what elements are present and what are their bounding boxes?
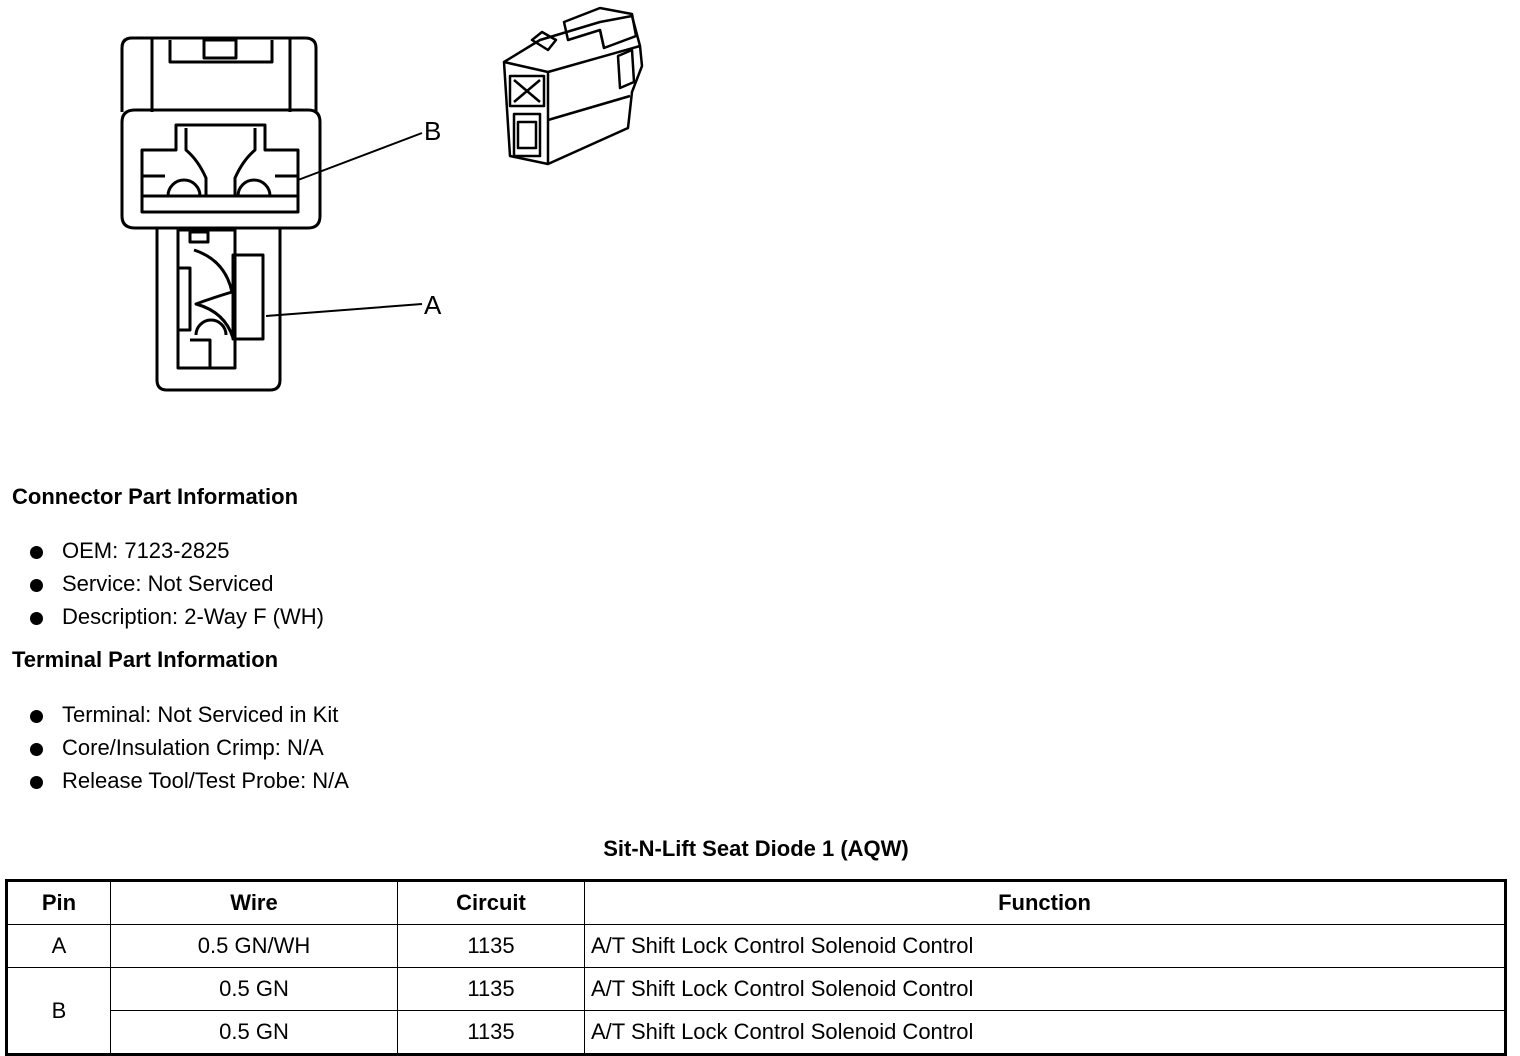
cell-wire: 0.5 GN xyxy=(110,967,398,1011)
terminal-crimp: Core/Insulation Crimp: N/A xyxy=(62,735,324,760)
callout-line-a xyxy=(265,303,423,317)
cell-circuit: 1135 xyxy=(397,924,585,968)
list-item: OEM: 7123-2825 xyxy=(30,536,324,569)
cell-circuit: 1135 xyxy=(397,1010,585,1055)
cell-function: A/T Shift Lock Control Solenoid Control xyxy=(584,967,1506,1011)
terminal-release-tool: Release Tool/Test Probe: N/A xyxy=(62,768,349,793)
callout-label-a: A xyxy=(424,290,442,320)
header-wire: Wire xyxy=(110,880,398,925)
terminal-info-list: Terminal: Not Serviced in Kit Core/Insul… xyxy=(30,700,349,799)
terminal-kit: Terminal: Not Serviced in Kit xyxy=(62,702,339,727)
connector-diagram: B A xyxy=(120,6,644,392)
connector-info-heading: Connector Part Information xyxy=(12,484,299,509)
bullet-icon xyxy=(30,612,43,625)
list-item: Description: 2-Way F (WH) xyxy=(30,602,324,635)
cell-function: A/T Shift Lock Control Solenoid Control xyxy=(584,1010,1506,1055)
bullet-icon xyxy=(30,546,43,559)
table-row: 0.5 GN 1135 A/T Shift Lock Control Solen… xyxy=(7,1010,1506,1055)
list-item: Core/Insulation Crimp: N/A xyxy=(30,733,349,766)
callout-line-b xyxy=(297,132,423,181)
connector-info-list: OEM: 7123-2825 Service: Not Serviced Des… xyxy=(30,536,324,635)
table-row: A 0.5 GN/WH 1135 A/T Shift Lock Control … xyxy=(6,924,1506,968)
list-item: Terminal: Not Serviced in Kit xyxy=(30,700,349,733)
cell-circuit: 1135 xyxy=(397,967,585,1011)
pin-table-title: Sit-N-Lift Seat Diode 1 (AQW) xyxy=(603,836,909,861)
callout-label-b: B xyxy=(424,116,441,146)
bullet-icon xyxy=(30,776,43,789)
cell-wire: 0.5 GN xyxy=(110,1010,398,1055)
bullet-icon xyxy=(30,743,43,756)
cell-function: A/T Shift Lock Control Solenoid Control xyxy=(584,924,1506,968)
cell-pin: A xyxy=(6,924,111,968)
connector-description: Description: 2-Way F (WH) xyxy=(62,604,324,629)
list-item: Release Tool/Test Probe: N/A xyxy=(30,766,349,799)
pin-table: Pin Wire Circuit Function A 0.5 GN/WH 11… xyxy=(5,879,1507,1056)
connector-isometric-view xyxy=(502,6,644,166)
connector-face-view xyxy=(120,36,322,392)
bullet-icon xyxy=(30,579,43,592)
bullet-icon xyxy=(30,710,43,723)
header-function: Function xyxy=(584,880,1506,925)
terminal-info-heading: Terminal Part Information xyxy=(12,647,279,672)
cell-wire: 0.5 GN/WH xyxy=(110,924,398,968)
header-circuit: Circuit xyxy=(397,880,585,925)
list-item: Service: Not Serviced xyxy=(30,569,324,602)
table-row: B 0.5 GN 1135 A/T Shift Lock Control Sol… xyxy=(6,967,1506,1055)
connector-oem: OEM: 7123-2825 xyxy=(62,538,230,563)
table-header-row: Pin Wire Circuit Function xyxy=(6,880,1506,925)
header-pin: Pin xyxy=(6,880,111,925)
connector-service: Service: Not Serviced xyxy=(62,571,274,596)
cell-pin: B xyxy=(6,967,111,1055)
